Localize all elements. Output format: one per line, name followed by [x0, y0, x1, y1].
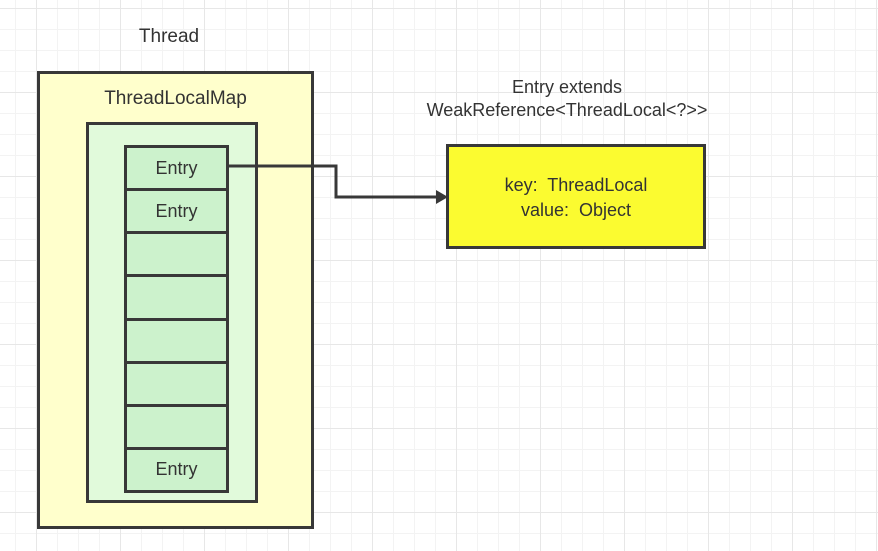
entry-slot — [127, 277, 226, 321]
entry-value-line: value: Object — [520, 199, 632, 220]
entry-key-line: key: ThreadLocal — [504, 174, 648, 195]
entry-slot: Entry — [127, 148, 226, 192]
entry-slot — [127, 406, 226, 450]
entry-slot: Entry — [127, 449, 226, 490]
thread-label: Thread — [138, 26, 200, 47]
entry-extends-heading: Entry extends WeakReference<ThreadLocal<… — [393, 76, 741, 122]
entry-slot — [127, 234, 226, 278]
entry-slot: Entry — [127, 191, 226, 235]
entry-detail-box: key: ThreadLocal value: Object — [446, 144, 706, 249]
entry-slot — [127, 363, 226, 407]
entry-slot-column: Entry Entry Entry — [124, 145, 229, 493]
entry-extends-heading-line2: WeakReference<ThreadLocal<?>> — [426, 100, 708, 120]
threadlocalmap-title: ThreadLocalMap — [104, 88, 247, 109]
entry-slot — [127, 320, 226, 364]
entry-extends-heading-line1: Entry extends — [511, 77, 623, 97]
